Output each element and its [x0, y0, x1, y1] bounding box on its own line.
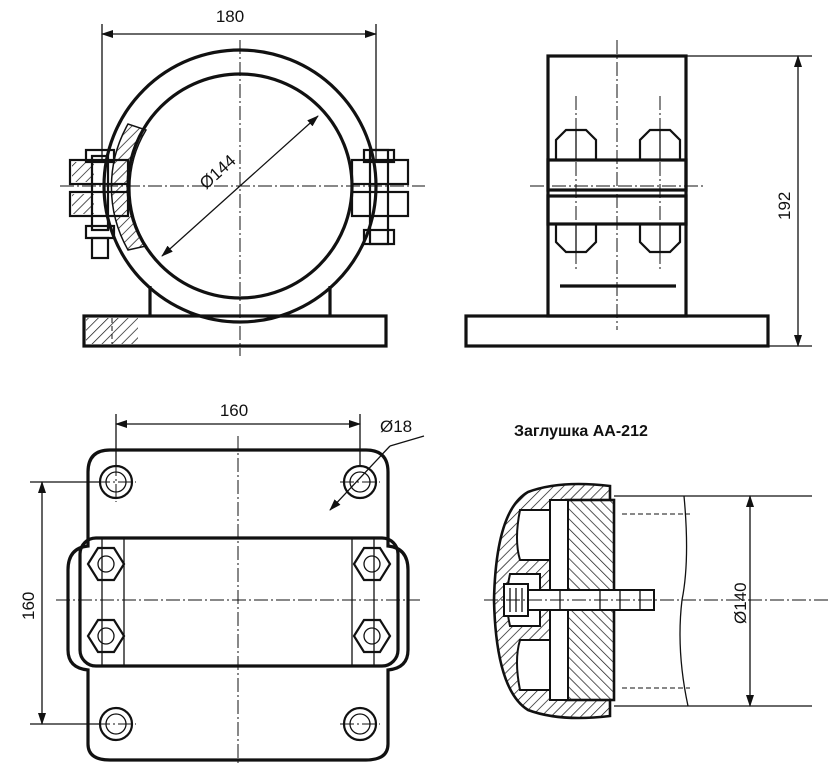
top-nut: [352, 546, 392, 582]
top-view: 160 160 Ø18: [19, 401, 425, 766]
front-left-bolt: [90, 154, 110, 232]
top-nut: [352, 618, 392, 654]
side-base-plate: [464, 314, 770, 348]
plug-diameter-label: Ø140: [731, 582, 750, 624]
side-view: 192: [464, 40, 812, 348]
top-height-label: 160: [19, 592, 38, 620]
plug-title: Заглушка АА-212: [514, 423, 648, 440]
top-nut: [86, 546, 126, 582]
top-width-label: 160: [220, 401, 248, 420]
plug-view: Заглушка АА-212 Ø140: [484, 423, 830, 720]
front-view: Ø144 180: [60, 7, 425, 356]
front-base-plate: [82, 314, 388, 348]
side-height-label: 192: [775, 192, 794, 220]
top-nut: [86, 618, 126, 654]
front-width-label: 180: [216, 7, 244, 26]
front-diameter-label: Ø144: [196, 151, 240, 193]
top-hole-label: Ø18: [380, 417, 412, 436]
